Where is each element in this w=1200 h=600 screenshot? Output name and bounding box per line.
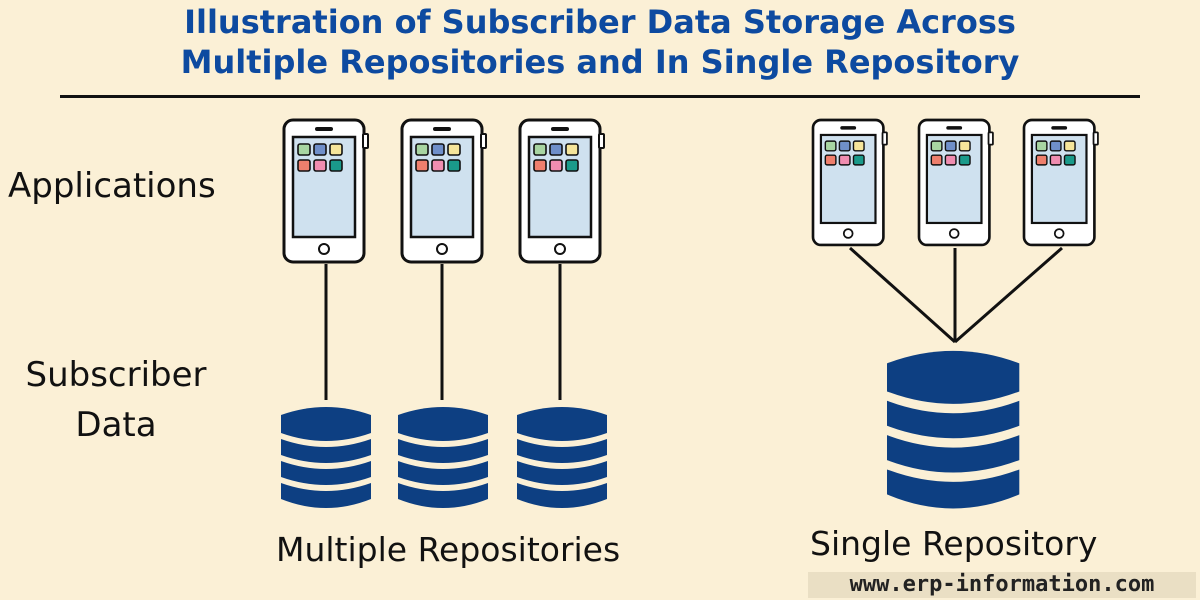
smartphone-icon bbox=[400, 118, 488, 264]
title-line-1: Illustration of Subscriber Data Storage … bbox=[184, 3, 1016, 41]
database-icon bbox=[281, 407, 371, 508]
database-icon bbox=[517, 407, 607, 508]
watermark: www.erp-information.com bbox=[808, 572, 1196, 598]
smartphone-icon bbox=[811, 118, 889, 247]
applications-label: Applications bbox=[8, 166, 216, 206]
title-divider bbox=[60, 95, 1140, 98]
smartphone-icon bbox=[1022, 118, 1100, 247]
subscriber-data-line-1: Subscriber bbox=[25, 355, 207, 395]
database-icon bbox=[398, 407, 488, 508]
subscriber-data-line-2: Data bbox=[75, 405, 157, 445]
subscriber-data-label: Subscriber Data bbox=[22, 350, 210, 450]
smartphone-icon bbox=[518, 118, 606, 264]
connector-line bbox=[954, 246, 1063, 344]
diagram-title: Illustration of Subscriber Data Storage … bbox=[0, 2, 1200, 82]
database-icon bbox=[887, 350, 1020, 509]
single-repository-caption: Single Repository bbox=[810, 524, 1098, 563]
smartphone-icon bbox=[282, 118, 370, 264]
connector-line bbox=[848, 246, 957, 344]
multiple-repositories-caption: Multiple Repositories bbox=[276, 530, 621, 569]
smartphone-icon bbox=[917, 118, 995, 247]
title-line-2: Multiple Repositories and In Single Repo… bbox=[180, 43, 1020, 81]
